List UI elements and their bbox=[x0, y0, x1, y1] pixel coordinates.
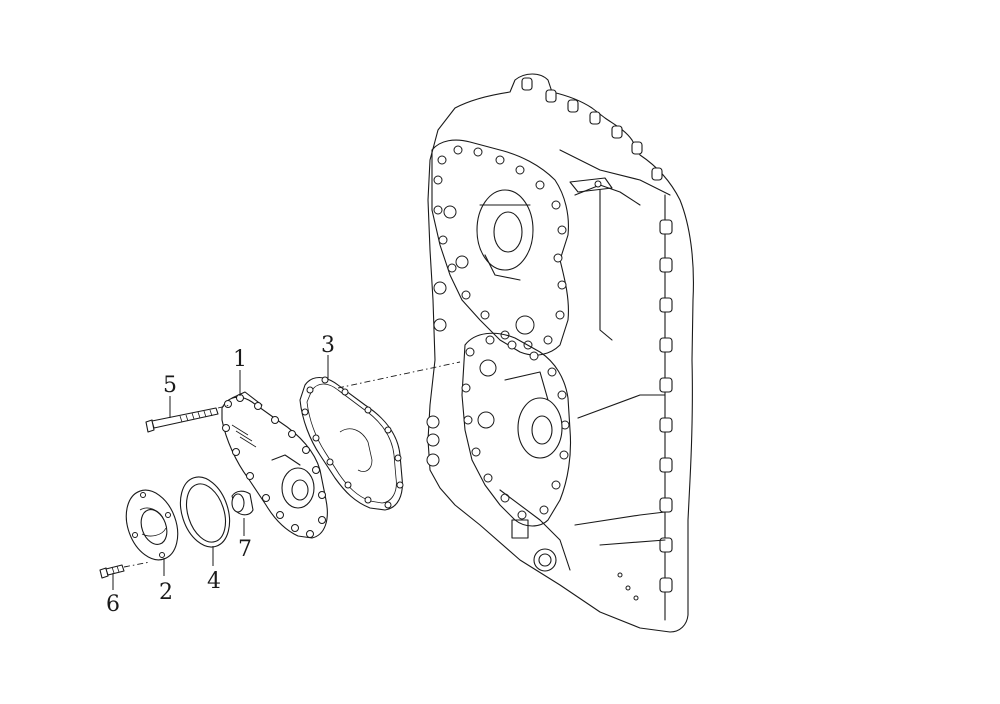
part-6-screw bbox=[99, 564, 125, 579]
callout-1: 1 bbox=[233, 347, 247, 372]
gasket-holes bbox=[301, 376, 404, 509]
part-2-flange bbox=[125, 489, 179, 561]
callout-5: 5 bbox=[163, 373, 177, 398]
callout-6: 6 bbox=[106, 592, 120, 617]
callout-2: 2 bbox=[159, 580, 173, 605]
callout-3: 3 bbox=[321, 333, 335, 358]
callout-leaders bbox=[112, 355, 329, 590]
callout-4: 4 bbox=[207, 569, 221, 594]
housing-edge-bosses bbox=[521, 77, 673, 593]
part-3-gasket bbox=[299, 376, 404, 511]
callout-7: 7 bbox=[238, 537, 252, 562]
part-7-plug bbox=[231, 490, 254, 516]
part-5-bolt bbox=[145, 407, 219, 433]
cover-holes bbox=[222, 394, 326, 538]
part-1-cover bbox=[221, 391, 328, 539]
assembly-center-lines bbox=[123, 361, 461, 568]
lower-bolt-holes bbox=[461, 335, 570, 520]
callout-labels: 1 2 3 4 5 6 7 bbox=[106, 333, 335, 617]
part-4-o-ring bbox=[179, 476, 231, 548]
transmission-housing bbox=[426, 73, 694, 633]
upper-bolt-holes bbox=[433, 145, 567, 350]
